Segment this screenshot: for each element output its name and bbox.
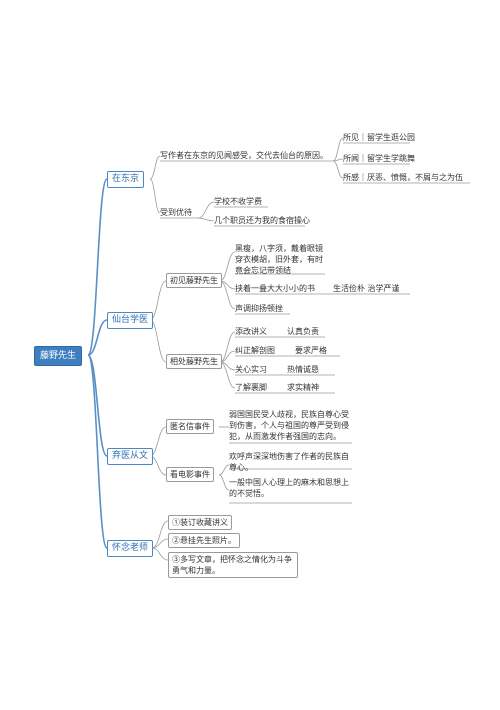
leaf-jiupou: 纠正解剖图	[235, 346, 275, 355]
leaf-xie-shu: 挟着一叠大大小小的书	[235, 284, 315, 293]
connector-line	[197, 201, 215, 219]
branch-qiyi-congwen[interactable]: 弃医从文	[107, 448, 154, 465]
leaf-duoxie[interactable]: ③多写文章，把怀念之情化为斗争勇气和力量。	[168, 552, 298, 578]
branch-zai-dongjing[interactable]: 在东京	[107, 171, 145, 188]
branch-huainian[interactable]: 怀念老师	[107, 540, 154, 557]
connector-line	[87, 178, 108, 356]
node-dianying[interactable]: 看电影事件	[166, 467, 214, 482]
leaf-shixi: 关心实习	[235, 365, 267, 374]
node-xiangchu[interactable]: 相处藤野先生	[166, 354, 222, 369]
leaf-huanhu: 欢呼声深深地伤害了作者的民族自尊心。	[229, 452, 349, 472]
connector-line	[151, 520, 169, 549]
root-node[interactable]: 藤野先生	[34, 346, 83, 366]
leaf-waimao: 黑瘦，八字须，戴着眼镜穿衣模胡，旧外套，有时竟会忘记带领结	[235, 244, 323, 275]
connector-line	[332, 160, 344, 179]
connector-line	[149, 178, 161, 214]
connector-line	[149, 155, 161, 180]
note-reqing: 热情诚恳	[287, 365, 319, 374]
leaf-mamu: 一般中国人心理上的麻木和思想上的不觉悟。	[229, 478, 349, 498]
leaf-xuangua[interactable]: ②悬挂先生照片。	[168, 533, 240, 548]
note-qiushi: 求实精神	[287, 383, 319, 392]
connector-line	[87, 319, 108, 356]
connector-line	[218, 464, 230, 476]
connector-line	[197, 217, 215, 222]
leaf-suojian: 所见｜留学生逛公园	[343, 133, 415, 142]
connector-line	[332, 158, 344, 162]
leaf-shisu: 几个职员还为我的食宿操心	[214, 216, 310, 225]
node-shoudao-youdai[interactable]: 受到优待	[160, 208, 192, 217]
note-yaoqiu: 要求严格	[295, 346, 327, 355]
branch-xiantai-xueyi[interactable]: 仙台学医	[107, 312, 154, 329]
node-jianwen[interactable]: 写作者在东京的见闻感受，交代去仙台的原因。	[160, 151, 328, 160]
leaf-suogan: 所感｜厌恶、愤慨，不屑与之为伍	[343, 173, 463, 182]
leaf-zhuangding[interactable]: ①装订收藏讲义	[168, 515, 232, 530]
node-nimingxin[interactable]: 匿名信事件	[166, 419, 214, 434]
connector-line	[151, 547, 169, 561]
leaf-nimingxin-text: 弱国国民受人歧视，民族自尊心受到伤害，个人与祖国的尊严受到侵犯，从而激发作者强国…	[229, 410, 349, 441]
leaf-xuefei: 学校不收学费	[214, 197, 262, 206]
leaf-tiangai: 添改讲义	[235, 327, 267, 336]
leaf-shengdiao: 声调抑扬顿挫	[235, 304, 283, 313]
leaf-guojiao: 了解裹脚	[235, 383, 267, 392]
connector-line	[218, 474, 230, 491]
connector-line	[87, 354, 108, 549]
connector-line	[219, 331, 236, 363]
connector-line	[332, 137, 344, 162]
leaf-suowen: 所闻｜留学生学跳舞	[343, 154, 415, 163]
connector-line	[219, 251, 236, 282]
node-chujian[interactable]: 初见藤野先生	[166, 273, 222, 288]
note-renzhen: 认真负责	[287, 327, 319, 336]
extra-shenghuo: 生活俭朴 治学严谨	[333, 284, 400, 293]
connector-line	[151, 538, 169, 549]
